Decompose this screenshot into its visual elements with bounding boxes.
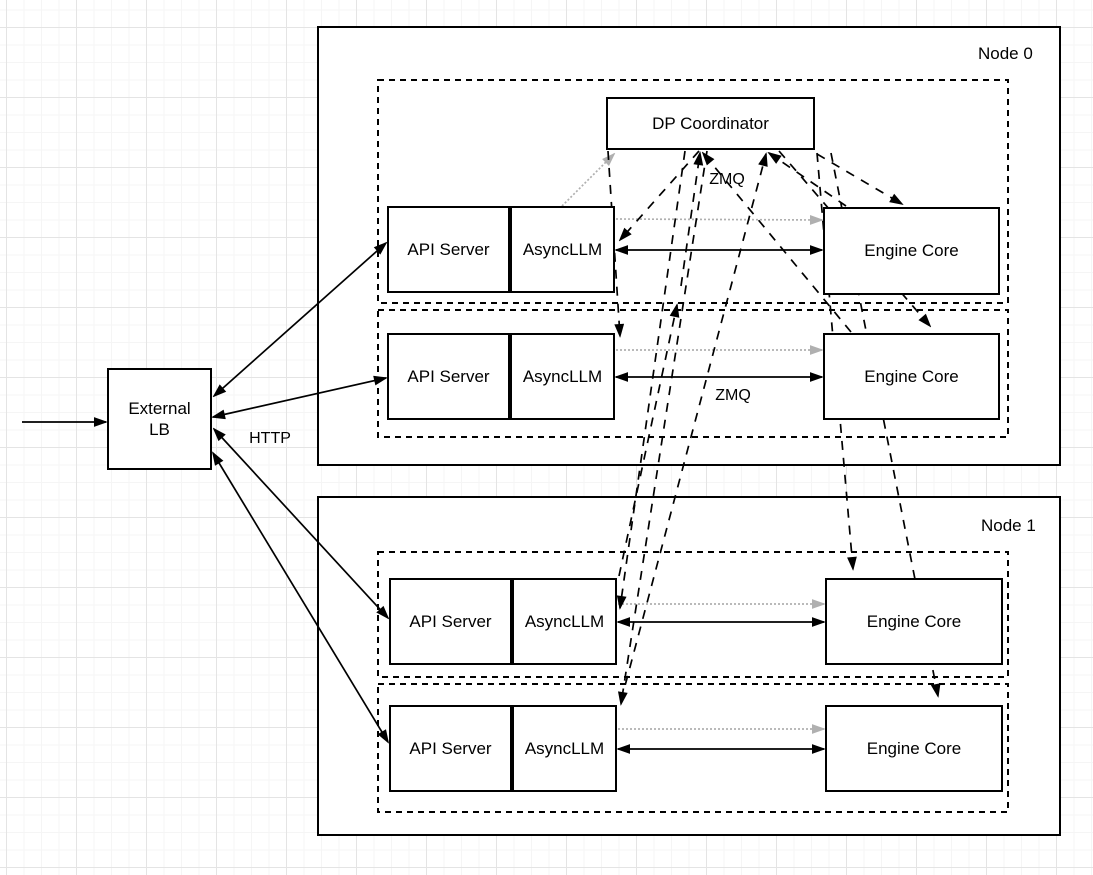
asyncllm-box-n1r1: AsyncLLM <box>512 705 617 792</box>
arrows <box>22 150 938 749</box>
engine-core-box-n1r1: Engine Core <box>825 705 1003 792</box>
dashed-arrow <box>618 305 677 577</box>
api-server-label: API Server <box>407 366 490 386</box>
asyncllm-label: AsyncLLM <box>522 239 603 259</box>
dashed-arrow <box>621 150 708 704</box>
api-server-label: API Server <box>409 611 492 631</box>
asyncllm-box-n1r0: AsyncLLM <box>512 578 617 665</box>
node1-label: Node 1 <box>981 516 1036 535</box>
rank-container-n0r0 <box>377 79 1009 304</box>
api-server-label: API Server <box>407 239 490 259</box>
asyncllm-label: AsyncLLM <box>522 366 603 386</box>
external-lb-label: External LB <box>128 398 191 439</box>
solid-arrow <box>214 243 386 396</box>
solid-arrow <box>213 453 388 742</box>
engine-core-box-n0r1: Engine Core <box>823 333 1000 420</box>
asyncllm-box-n0r0: AsyncLLM <box>510 206 615 293</box>
engine-core-label: Engine Core <box>866 611 962 631</box>
rank-container-n0r1 <box>377 309 1009 438</box>
dashed-arrow <box>620 150 700 240</box>
http-label: HTTP <box>249 430 291 447</box>
asyncllm-label: AsyncLLM <box>524 738 605 758</box>
dashed-arrow <box>778 150 930 326</box>
api-server-box-n0r1: API Server <box>387 333 510 420</box>
external-lb-box: External LB <box>107 368 212 470</box>
solid-arrow <box>213 378 386 417</box>
node0-label: Node 0 <box>978 44 1033 63</box>
rank-container-n1r0 <box>377 551 1009 678</box>
asyncllm-label: AsyncLLM <box>524 611 605 631</box>
engine-core-box-n1r0: Engine Core <box>825 578 1003 665</box>
dashed-arrow <box>703 153 852 333</box>
zmq-label-bottom: ZMQ <box>715 387 751 404</box>
dp-coordinator-label: DP Coordinator <box>652 113 769 133</box>
api-server-box-n1r0: API Server <box>389 578 512 665</box>
asyncllm-box-n0r1: AsyncLLM <box>510 333 615 420</box>
engine-core-box-n0r0: Engine Core <box>823 207 1000 295</box>
zmq-label-top: ZMQ <box>709 171 745 188</box>
rank-container-n1r1 <box>377 683 1009 813</box>
dashed-arrow <box>680 153 700 287</box>
rank-containers <box>377 79 1009 813</box>
engine-core-label: Engine Core <box>866 738 962 758</box>
api-server-box-n0r0: API Server <box>387 206 510 293</box>
engine-core-label: Engine Core <box>864 366 959 386</box>
api-server-box-n1r1: API Server <box>389 705 512 792</box>
api-server-label: API Server <box>409 738 492 758</box>
engine-core-label: Engine Core <box>864 241 959 261</box>
dp-coordinator-box: DP Coordinator <box>606 97 815 150</box>
dashed-arrow <box>620 150 686 608</box>
dotted-arrow <box>561 154 614 207</box>
